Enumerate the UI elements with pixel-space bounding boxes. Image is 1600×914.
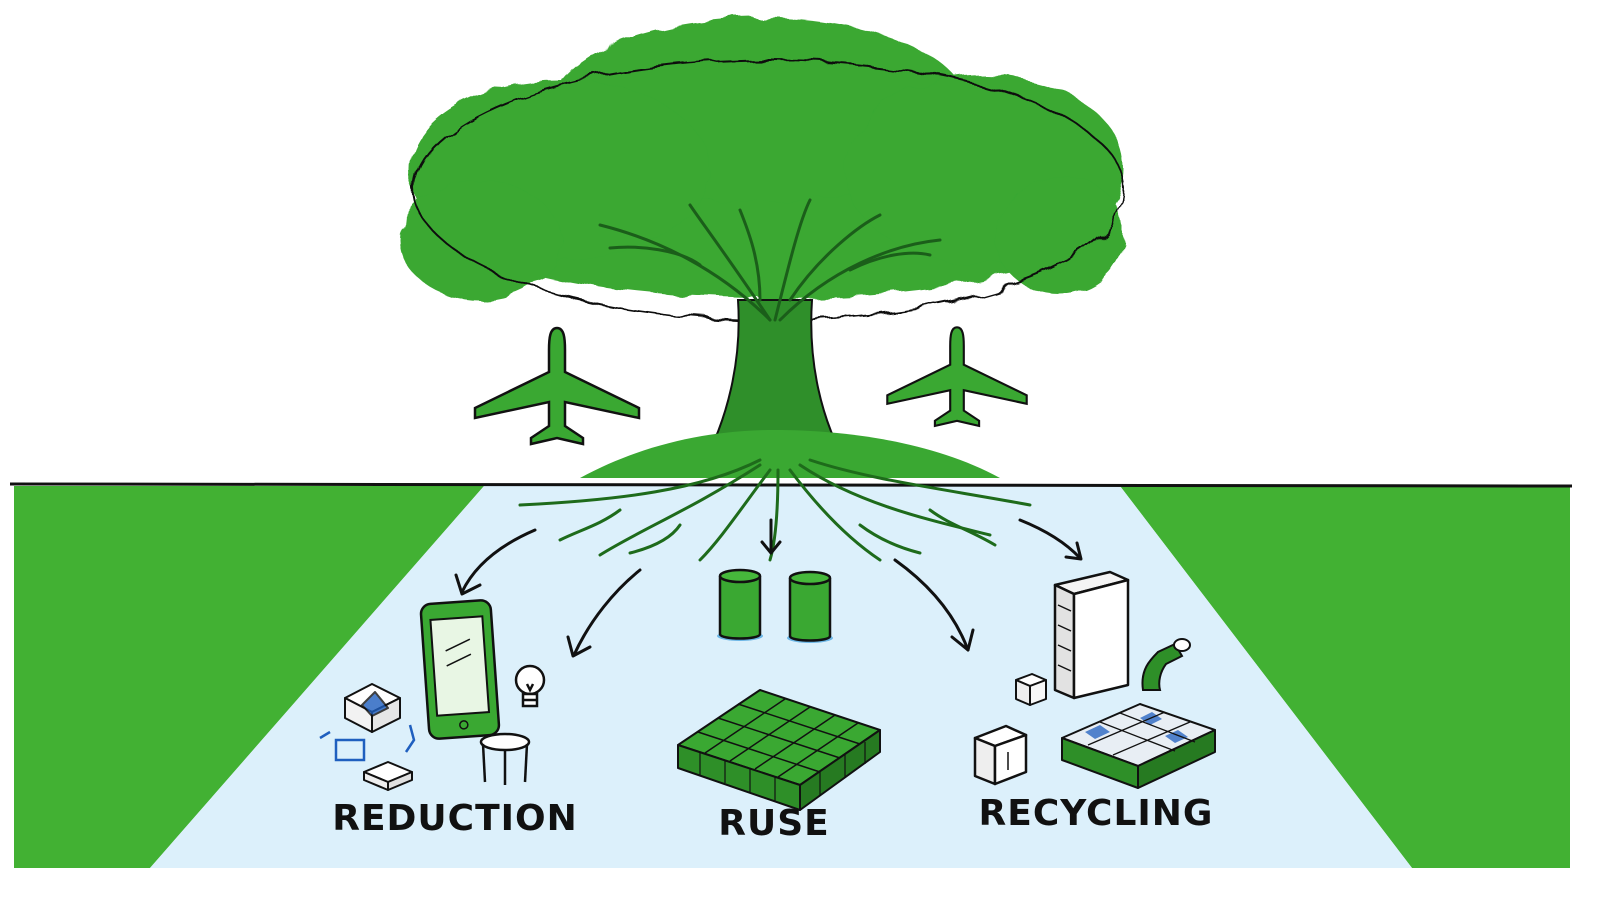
arrow-icon bbox=[760, 518, 782, 555]
arrow-icon bbox=[454, 528, 537, 596]
cube-icon bbox=[344, 683, 401, 733]
grid-tray-icon bbox=[677, 689, 881, 811]
cylinder-icon bbox=[717, 568, 763, 641]
reuse-items bbox=[677, 568, 881, 811]
arrow-icon bbox=[566, 568, 642, 658]
cube-icon bbox=[363, 761, 413, 791]
airplane-icon bbox=[886, 326, 1028, 428]
label-reuse: RUSE bbox=[718, 803, 829, 844]
sorting-bin-icon bbox=[1061, 703, 1216, 789]
stool-icon bbox=[479, 732, 531, 785]
label-reduction: REDUCTION bbox=[332, 798, 578, 839]
arrows bbox=[454, 518, 1083, 658]
airplane-icon bbox=[473, 326, 641, 446]
label-recycling: RECYCLING bbox=[979, 793, 1214, 834]
square-icon bbox=[319, 724, 416, 762]
right-grass-field bbox=[1120, 486, 1570, 868]
tablet-icon bbox=[419, 599, 501, 740]
tree-roots bbox=[518, 458, 1032, 562]
horizon-line bbox=[9, 482, 1573, 488]
left-grass-field bbox=[14, 486, 484, 868]
tree-canopy bbox=[400, 18, 1125, 300]
tree-root-base bbox=[580, 430, 1000, 478]
recycling-items bbox=[973, 570, 1216, 789]
lightbulb-icon bbox=[514, 664, 546, 708]
box-icon bbox=[973, 724, 1028, 786]
arrow-icon bbox=[1018, 518, 1083, 561]
tree-icon bbox=[400, 18, 1126, 562]
bottle-icon bbox=[1141, 638, 1191, 691]
labels: REDUCTION RUSE RECYCLING bbox=[332, 793, 1214, 844]
reduction-items bbox=[319, 599, 546, 791]
box-icon bbox=[1015, 673, 1047, 706]
tree-branches bbox=[598, 198, 942, 322]
cylinder-icon bbox=[787, 570, 833, 643]
refrigerator-icon bbox=[1053, 570, 1130, 700]
arrow-icon bbox=[893, 558, 975, 652]
